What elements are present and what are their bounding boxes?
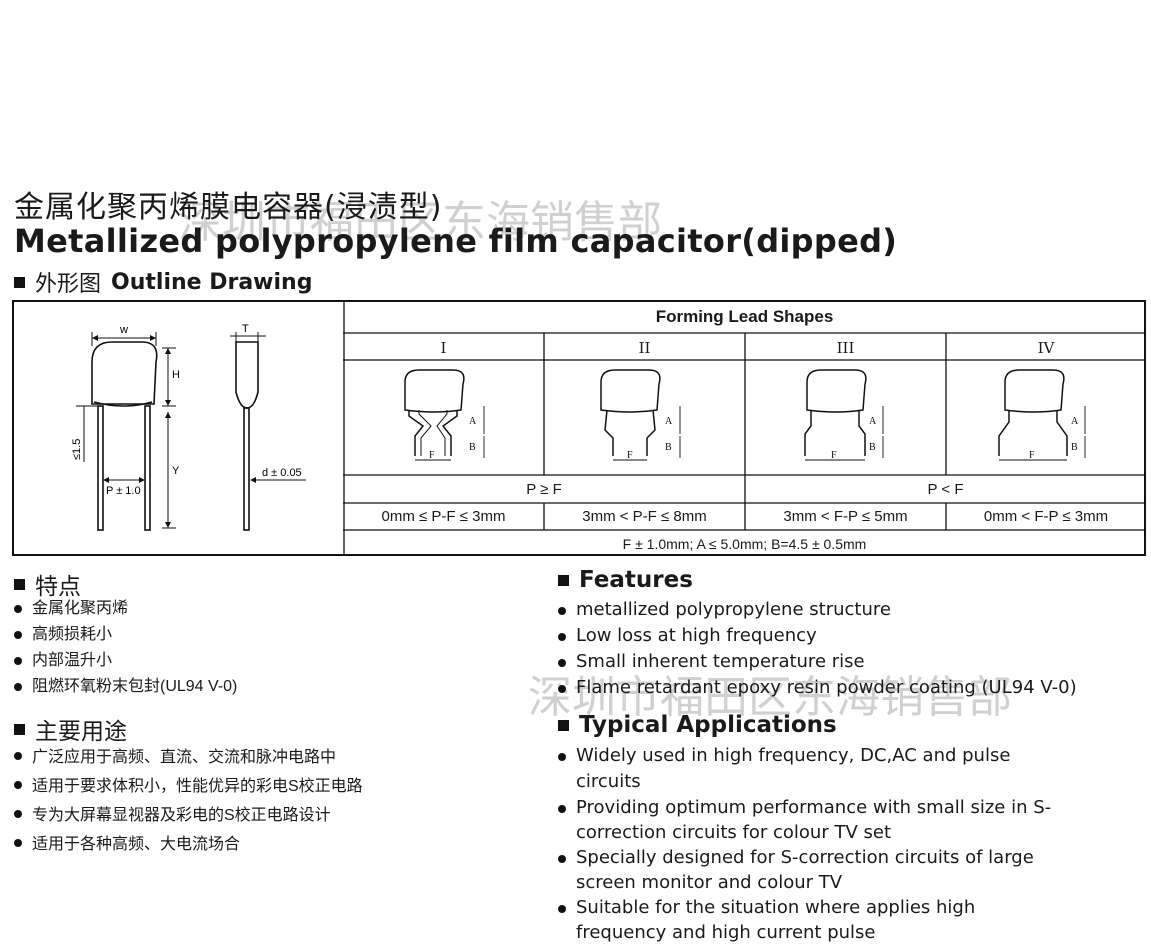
features-cn-title: 特点: [35, 574, 81, 600]
shape-iv-f: F: [1029, 450, 1035, 461]
label-w: w: [119, 324, 128, 336]
applications-cn-heading: 主要用途: [14, 712, 127, 746]
label-h: H: [172, 369, 180, 381]
square-bullet-icon: [558, 574, 569, 586]
features-en-title: Features: [579, 567, 693, 593]
shape-ii-f: F: [627, 450, 633, 461]
list-item: 金属化聚丙烯: [12, 596, 237, 622]
shape-iv-b: B: [1071, 442, 1078, 453]
list-item: 阻燃环氧粉末包封(UL94 V-0): [12, 674, 237, 700]
range-type-ii: 3mm < P-F ≤ 8mm: [582, 508, 707, 525]
label-y: Y: [172, 465, 180, 477]
relation-p-ge-f: P ≥ F: [526, 481, 562, 498]
shape-iii-a: A: [869, 416, 877, 427]
list-item: Small inherent temperature rise: [556, 649, 1116, 675]
applications-en-list: Widely used in high frequency, DC,AC and…: [556, 743, 1066, 945]
features-en-heading: Features: [558, 567, 693, 593]
type-iv-label: IV: [1037, 339, 1055, 357]
range-type-iii: 3mm < F-P ≤ 5mm: [783, 508, 908, 525]
outline-heading-en: Outline Drawing: [111, 269, 313, 295]
shape-iii-b: B: [869, 442, 876, 453]
range-type-i: 0mm ≤ P-F ≤ 3mm: [381, 508, 506, 525]
shape-i-b: B: [469, 442, 476, 453]
outline-heading-cn: 外形图: [35, 272, 102, 297]
type-ii-label: II: [638, 339, 651, 357]
list-item: 广泛应用于高频、直流、交流和脉冲电路中: [12, 743, 363, 772]
forming-lead-table: Forming Lead Shapes I II III IV: [343, 300, 1146, 556]
list-item: Suitable for the situation where applies…: [556, 895, 1066, 945]
outline-drawing-frame: [12, 300, 1146, 556]
shape-i-f: F: [429, 450, 435, 461]
applications-cn-list: 广泛应用于高频、直流、交流和脉冲电路中 适用于要求体积小，性能优异的彩电S校正电…: [12, 743, 363, 859]
shape-iv-a: A: [1071, 416, 1079, 427]
list-item: 高频损耗小: [12, 622, 237, 648]
features-en-list: metallized polypropylene structure Low l…: [556, 597, 1116, 701]
square-bullet-icon: [14, 578, 25, 590]
list-item: 专为大屏幕显视器及彩电的S校正电路设计: [12, 801, 363, 830]
shape-i-a: A: [469, 416, 477, 427]
applications-cn-title: 主要用途: [35, 719, 127, 745]
list-item: Low loss at high frequency: [556, 623, 1116, 649]
table-grid-lines: [343, 300, 1146, 556]
tolerance-note: F ± 1.0mm; A ≤ 5.0mm; B=4.5 ± 0.5mm: [622, 536, 867, 552]
list-item: metallized polypropylene structure: [556, 597, 1116, 623]
square-bullet-icon: [558, 719, 569, 731]
square-bullet-icon: [14, 276, 25, 288]
title-english: Metallized polypropylene film capacitor(…: [14, 222, 898, 260]
relation-p-lt-f: P < F: [927, 481, 964, 498]
shape-ii-a: A: [665, 416, 673, 427]
shape-iii-f: F: [831, 450, 837, 461]
features-cn-list: 金属化聚丙烯 高频损耗小 内部温升小 阻燃环氧粉末包封(UL94 V-0): [12, 596, 237, 700]
square-bullet-icon: [14, 723, 25, 735]
type-iii-label: III: [836, 339, 855, 357]
label-t: T: [242, 323, 249, 335]
list-item: Providing optimum performance with small…: [556, 795, 1066, 845]
label-pitch: P ± 1.0: [106, 485, 141, 497]
lead-shape-drawings: A B F A B F A B F A B F: [404, 369, 1086, 461]
applications-en-heading: Typical Applications: [558, 712, 837, 738]
list-item: Specially designed for S-correction circ…: [556, 845, 1066, 895]
list-item: 适用于各种高频、大电流场合: [12, 830, 363, 859]
list-item: Widely used in high frequency, DC,AC and…: [556, 743, 1066, 795]
features-cn-heading: 特点: [14, 567, 81, 601]
capacitor-dimension-drawing: w H Y T P ± 1.0 d ± 0.05 ≤1.5: [71, 323, 306, 531]
label-lead-length: ≤1.5: [71, 439, 83, 460]
title-chinese: 金属化聚丙烯膜电容器(浸渍型): [14, 190, 443, 225]
list-item: Flame retardant epoxy resin powder coati…: [556, 675, 1116, 701]
list-item: 适用于要求体积小，性能优异的彩电S校正电路: [12, 772, 363, 801]
forming-header: Forming Lead Shapes: [655, 307, 834, 326]
list-item: 内部温升小: [12, 648, 237, 674]
applications-en-title: Typical Applications: [579, 712, 837, 738]
outline-heading: 外形图 Outline Drawing: [14, 266, 312, 298]
label-lead-diameter: d ± 0.05: [262, 467, 302, 479]
type-i-label: I: [440, 339, 447, 357]
shape-ii-b: B: [665, 442, 672, 453]
range-type-iv: 0mm < F-P ≤ 3mm: [983, 508, 1109, 525]
